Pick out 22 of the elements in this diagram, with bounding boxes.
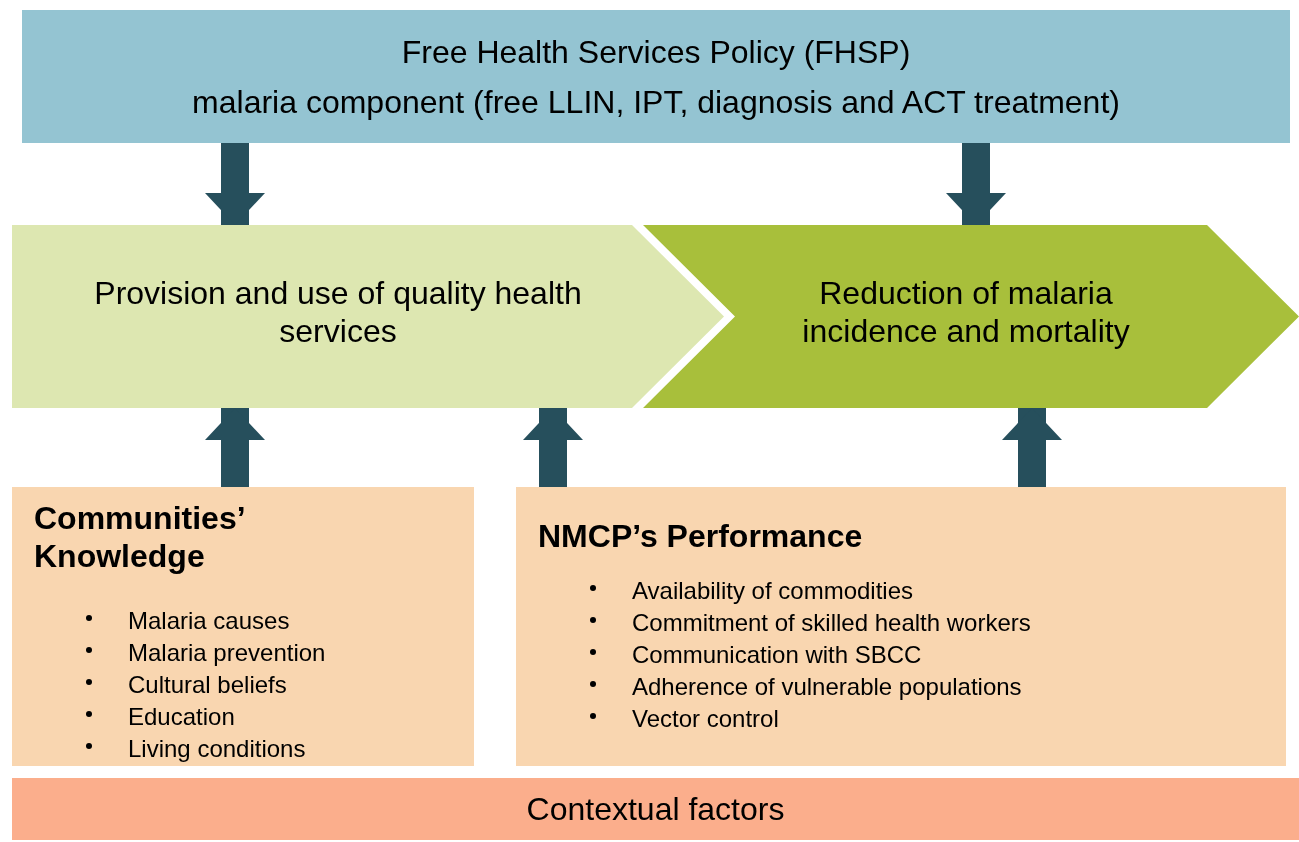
banner-text: Free Health Services Policy (FHSP) (401, 35, 911, 68)
factor-item: Availability of commodities (632, 577, 913, 604)
factor-item: Education (128, 703, 235, 730)
factor-item: Living conditions (128, 735, 306, 762)
factor-item: Malaria prevention (128, 639, 326, 666)
factor-item: Vector control (632, 705, 779, 732)
panel-heading: Communities’ Knowledge (34, 499, 245, 575)
banner-text: malaria component (free LLIN, IPT, diagnosis and ACT treatment) (192, 85, 1120, 118)
block-arrow (523, 408, 583, 487)
stage-label: Provision and use of quality health services (93, 273, 583, 350)
factor-item: Malaria causes (128, 607, 290, 634)
factor-item: Communication with SBCC (632, 641, 922, 668)
block-arrow (205, 408, 265, 487)
factor-item: Commitment of skilled health workers (632, 609, 1031, 636)
factor-item: Cultural beliefs (128, 671, 287, 698)
block-arrow (205, 143, 265, 225)
block-arrow (946, 143, 1006, 225)
banner-text: Contextual factors (526, 793, 785, 825)
factor-item: Adherence of vulnerable populations (632, 673, 1022, 700)
stage-label: Reduction of malaria incidence and mortality (801, 273, 1131, 350)
block-arrow (1002, 408, 1062, 487)
panel-heading: NMCP’s Performance (538, 517, 864, 555)
